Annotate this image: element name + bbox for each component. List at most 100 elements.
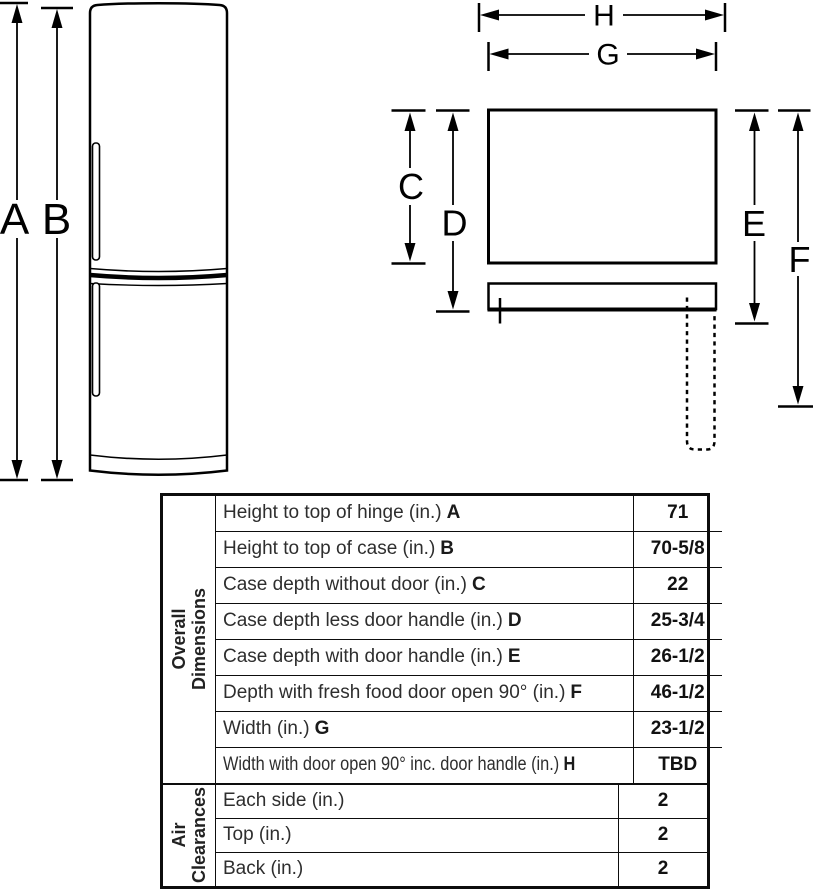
dimension-a: A — [0, 1, 30, 482]
row-desc-text: Case depth with door handle (in.) — [223, 646, 503, 668]
upper-door-bottom-edge — [89, 267, 228, 273]
dim-label-e: E — [742, 203, 766, 244]
dim-d-down-arrowhead — [447, 291, 459, 310]
lower-door-top-edge — [89, 282, 228, 287]
lower-door-handle — [91, 282, 101, 397]
row-dim-key: G — [314, 718, 330, 740]
dim-c-down-arrowhead — [404, 243, 416, 262]
dim-e-up-arrowhead — [749, 112, 760, 131]
row-value: 2 — [657, 824, 669, 846]
row-desc-text: Height to top of hinge (in.) — [223, 502, 442, 524]
row-description: Top (in.) — [216, 818, 619, 852]
dimensions-table: Overall Dimensions Height to top of hing… — [160, 493, 722, 889]
section-label-line: Dimensions — [189, 588, 209, 691]
section-label-overall-dimensions: Overall Dimensions — [169, 588, 209, 690]
row-dim-key: B — [440, 538, 455, 560]
dim-label-h: H — [593, 0, 615, 33]
table-row-a: Height to top of hinge (in.)A 71 — [216, 496, 722, 531]
section-label-line: Air — [168, 822, 189, 848]
dimension-c: C — [391, 109, 426, 265]
dim-e-down-arrowhead — [749, 303, 760, 322]
row-value: 46-1/2 — [650, 682, 705, 704]
table-row-back: Back (in.) 2 — [216, 851, 707, 887]
kickplate-edge — [89, 454, 228, 461]
dimension-diagrams: A B H — [0, 0, 813, 482]
table-row-g: Width (in.)G 23-1/2 — [216, 710, 722, 747]
row-value: TBD — [658, 754, 698, 776]
fridge-outline — [88, 1, 229, 476]
row-value: 70-5/8 — [650, 538, 705, 560]
row-value: 2 — [657, 790, 669, 812]
dim-g-left-arrowhead — [489, 48, 509, 60]
door-divider-band — [89, 272, 228, 281]
row-desc-text: Depth with fresh food door open 90° (in.… — [223, 682, 566, 704]
row-desc-text: Width (in.) — [223, 718, 310, 740]
door-open-90-dashed-outline — [685, 297, 716, 451]
section-label-line: Clearances — [189, 787, 209, 884]
section-label-cell: Air Clearances — [163, 784, 216, 886]
dim-h-left-arrowhead — [480, 9, 499, 21]
dim-h-right-arrowhead — [705, 9, 724, 21]
row-desc-text: Back (in.) — [223, 858, 304, 880]
row-value: 23-1/2 — [650, 718, 705, 740]
dim-f-up-arrowhead — [792, 112, 804, 131]
dim-f-down-arrowhead — [792, 386, 804, 405]
row-description: Case depth with door handle (in.)E — [216, 639, 634, 675]
dim-b-up-arrowhead — [51, 9, 63, 28]
table-row-b: Height to top of case (in.)B 70-5/8 — [216, 530, 722, 567]
row-desc-text: Top (in.) — [223, 824, 292, 846]
table-row-each-side: Each side (in.) 2 — [216, 784, 707, 818]
row-description: Width (in.)G — [216, 711, 634, 747]
row-description: Back (in.) — [216, 852, 619, 887]
front-view-drawing — [88, 1, 229, 476]
dimension-d: D — [436, 109, 470, 313]
dimension-e: E — [735, 109, 769, 325]
case-top-view — [487, 108, 718, 265]
top-view-drawing — [487, 108, 718, 451]
row-value: 2 — [657, 858, 669, 880]
table-row-h: Width with door open 90° inc. door handl… — [216, 746, 722, 783]
dim-a-up-arrowhead — [11, 4, 23, 23]
table-row-top: Top (in.) 2 — [216, 817, 707, 852]
row-description: Height to top of case (in.)B — [216, 531, 634, 567]
row-value: 22 — [667, 574, 689, 596]
upper-door-handle — [91, 142, 101, 261]
row-dim-key: H — [563, 754, 576, 776]
dim-g-right-arrowhead — [696, 48, 715, 60]
dim-c-up-arrowhead — [404, 112, 416, 131]
row-description: Width with door open 90° inc. door handl… — [216, 747, 634, 783]
row-desc-text: Case depth less door handle (in.) — [223, 610, 503, 632]
section-label-air-clearances: Air Clearances — [169, 787, 209, 883]
row-dim-key: A — [446, 502, 461, 524]
dim-label-g: G — [596, 39, 619, 72]
dimension-f: F — [778, 109, 813, 408]
row-description: Depth with fresh food door open 90° (in.… — [216, 675, 634, 711]
table-row-f: Depth with fresh food door open 90° (in.… — [216, 674, 722, 711]
table-row-e: Case depth with door handle (in.)E 26-1/… — [216, 638, 722, 675]
dim-d-up-arrowhead — [447, 112, 459, 131]
dim-label-a: A — [0, 195, 30, 244]
table-row-c: Case depth without door (in.)C 22 — [216, 566, 722, 603]
air-clearances-section: Air Clearances Each side (in.) 2 Top (in… — [163, 782, 707, 887]
row-value: 26-1/2 — [650, 646, 705, 668]
dim-label-d: D — [442, 203, 468, 244]
row-description: Each side (in.) — [216, 784, 619, 818]
row-value: 25-3/4 — [650, 610, 705, 632]
row-description: Height to top of hinge (in.)A — [216, 496, 634, 531]
row-description: Case depth without door (in.)C — [216, 567, 634, 603]
section-label-cell: Overall Dimensions — [163, 496, 216, 783]
row-dim-key: F — [570, 682, 583, 704]
dim-label-c: C — [398, 166, 424, 207]
row-desc-text: Each side (in.) — [223, 790, 345, 812]
row-value: 71 — [667, 502, 689, 524]
row-dim-key: E — [507, 646, 521, 668]
dimension-b: B — [41, 6, 73, 482]
row-dim-key: D — [507, 610, 522, 632]
dimension-g: G — [487, 39, 718, 72]
dim-a-down-arrowhead — [11, 460, 23, 479]
table-row-d: Case depth less door handle (in.)D 25-3/… — [216, 602, 722, 639]
dim-b-down-arrowhead — [51, 460, 63, 479]
section-label-line: Overall — [168, 608, 189, 670]
dim-label-f: F — [789, 239, 811, 280]
